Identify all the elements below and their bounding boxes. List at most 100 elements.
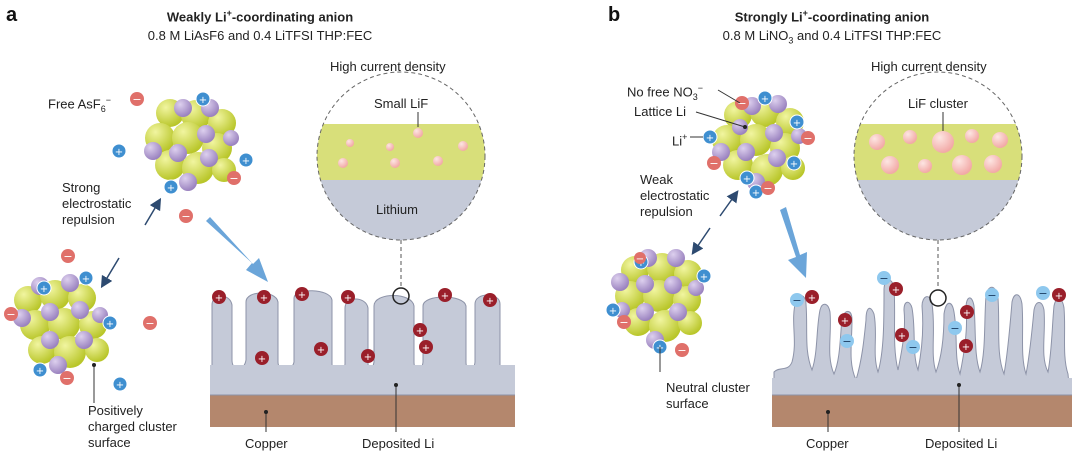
- anion-icon: −: [179, 209, 193, 223]
- cluster-b-bottom: [611, 249, 704, 349]
- dark-cation-icon: +: [895, 328, 909, 342]
- svg-text:+: +: [963, 308, 971, 319]
- copper-substrate-a: [210, 395, 515, 427]
- svg-text:−: −: [737, 97, 746, 110]
- cation-icon: +: [605, 302, 621, 318]
- anion-icon: −: [61, 249, 75, 263]
- svg-text:−: −: [1038, 287, 1047, 300]
- cation-icon: +: [102, 315, 118, 331]
- svg-text:−: −: [677, 344, 686, 357]
- svg-text:+: +: [298, 290, 306, 301]
- ions-deposit-a: + + + + + + + + + + +: [212, 287, 497, 365]
- anion-icon: −: [617, 315, 631, 329]
- dark-cation-icon: +: [361, 349, 375, 363]
- dark-cation-icon: +: [889, 282, 903, 296]
- panel-a-subtitle: 0.8 M LiAsF6 and 0.4 LiTFSI THP:FEC: [147, 28, 373, 43]
- svg-text:−: −: [62, 372, 71, 385]
- svg-text:+: +: [106, 319, 114, 330]
- cation-icon: +: [739, 170, 755, 186]
- svg-text:−: −: [908, 341, 917, 354]
- svg-text:+: +: [116, 380, 124, 391]
- copper-substrate-b: [772, 395, 1072, 427]
- svg-text:+: +: [700, 272, 708, 283]
- cluster-a-top: [144, 99, 239, 191]
- light-anion-icon: −: [948, 321, 962, 335]
- svg-text:+: +: [115, 147, 123, 158]
- anion-icon: −: [707, 156, 721, 170]
- svg-text:−: −: [145, 317, 154, 330]
- cation-icon: +: [32, 362, 48, 378]
- lithium-label: Lithium: [376, 202, 418, 217]
- panel-b-subtitle: 0.8 M LiNO3 and 0.4 LiTFSI THP:FEC: [722, 28, 942, 46]
- svg-text:+: +: [422, 343, 430, 354]
- deposited-li-b: [773, 279, 1071, 396]
- svg-text:−: −: [132, 93, 141, 106]
- small-lif-label: Small LiF: [374, 96, 429, 111]
- dark-cation-icon: +: [212, 290, 226, 304]
- svg-text:+: +: [36, 366, 44, 377]
- repulsion-arrow-down-b: [691, 227, 711, 255]
- deposited-label-b: Deposited Li: [925, 436, 998, 451]
- dark-cation-icon: +: [419, 340, 433, 354]
- svg-text:+: +: [40, 284, 48, 295]
- svg-text:+: +: [258, 354, 266, 365]
- dark-cation-icon: +: [341, 290, 355, 304]
- free-anion-label: Free AsF6−: [48, 95, 112, 114]
- anion-icon: −: [735, 96, 749, 110]
- svg-text:−: −: [792, 294, 801, 307]
- svg-text:−: −: [987, 289, 996, 302]
- dark-cation-icon: +: [483, 293, 497, 307]
- repulsion-arrow-down: [100, 257, 120, 289]
- dark-cation-icon: +: [314, 342, 328, 356]
- li-ion-label: Li+: [672, 132, 688, 149]
- svg-text:+: +: [706, 133, 714, 144]
- surface-label-a: Positively charged cluster surface: [88, 403, 177, 450]
- svg-text:−: −: [63, 250, 72, 263]
- dark-cation-icon: +: [959, 339, 973, 353]
- svg-text:−: −: [842, 335, 851, 348]
- repulsion-arrow-up-b: [719, 190, 739, 217]
- dark-cation-icon: +: [838, 313, 852, 327]
- cation-icon: +: [36, 280, 52, 296]
- panel-b-title: Strongly Li+-coordinating anion: [734, 8, 930, 25]
- dark-cation-icon: +: [295, 287, 309, 301]
- svg-text:+: +: [609, 306, 617, 317]
- svg-text:+: +: [199, 95, 207, 106]
- panel-a-title: Weakly Li+-coordinating anion: [166, 8, 354, 25]
- svg-text:−: −: [950, 322, 959, 335]
- copper-label-a: Copper: [245, 436, 288, 451]
- light-anion-icon: −: [1036, 286, 1050, 300]
- svg-text:−: −: [181, 210, 190, 223]
- panel-b-letter: b: [608, 4, 621, 26]
- lif-cluster-label: LiF cluster: [908, 96, 968, 111]
- dark-cation-icon: +: [960, 305, 974, 319]
- deposited-label-a: Deposited Li: [362, 436, 435, 451]
- dark-cation-icon: +: [1052, 288, 1066, 302]
- svg-text:+: +: [364, 352, 372, 363]
- dark-cation-icon: +: [438, 288, 452, 302]
- svg-text:+: +: [167, 183, 175, 194]
- svg-text:−: −: [619, 316, 628, 329]
- anion-icon: −: [130, 92, 144, 106]
- cation-icon: +: [702, 129, 718, 145]
- cluster-a-bottom: [13, 274, 109, 374]
- anion-icon: −: [801, 131, 815, 145]
- dark-cation-icon: +: [413, 323, 427, 337]
- svg-text:+: +: [898, 331, 906, 342]
- svg-text:+: +: [215, 293, 223, 304]
- cation-icon: +: [238, 152, 254, 168]
- no-free-anion-label: No free NO3−: [627, 83, 704, 102]
- flow-arrow-a: [206, 217, 268, 282]
- svg-text:+: +: [761, 94, 769, 105]
- svg-text:+: +: [486, 296, 494, 307]
- zoom-marker-a: [392, 287, 410, 305]
- svg-text:−: −: [879, 272, 888, 285]
- anion-icon: −: [4, 307, 18, 321]
- svg-text:+: +: [1055, 291, 1063, 302]
- light-anion-icon: −: [840, 334, 854, 348]
- ions-deposit-b: − + + − − + + − − + + − − +: [790, 271, 1066, 354]
- cation-icon: +: [748, 184, 764, 200]
- svg-text:−: −: [229, 172, 238, 185]
- svg-text:−: −: [763, 182, 772, 195]
- anion-icon: −: [634, 252, 646, 265]
